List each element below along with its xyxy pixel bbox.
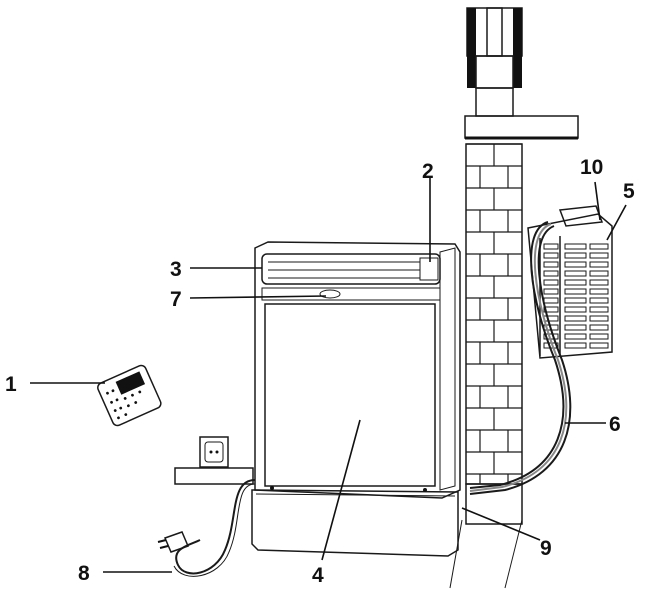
callout-4: 4: [312, 564, 324, 587]
callout-2: 2: [422, 160, 434, 183]
shelf-and-socket: [174, 436, 254, 485]
callout-1: 1: [5, 373, 17, 396]
indoor-unit: [251, 241, 461, 557]
callout-7: 7: [170, 288, 182, 311]
connecting-hoses: [469, 221, 572, 495]
outdoor-unit: [527, 205, 613, 359]
callout-8: 8: [78, 562, 90, 585]
callout-6: 6: [609, 413, 621, 436]
floor-slab: [464, 115, 579, 140]
callout-3: 3: [170, 258, 182, 281]
callout-10: 10: [580, 156, 603, 179]
remote-control: [97, 364, 162, 427]
ground-lines: [449, 519, 523, 589]
callout-5: 5: [623, 180, 635, 203]
brick-wall: [465, 143, 523, 525]
power-cable: [157, 479, 256, 577]
wall-top-column: [466, 7, 523, 117]
callout-labels: 1 2 3 7 4 10 5 6 8 9: [5, 156, 635, 587]
callout-9: 9: [540, 537, 552, 560]
leader-lines: [30, 178, 627, 573]
